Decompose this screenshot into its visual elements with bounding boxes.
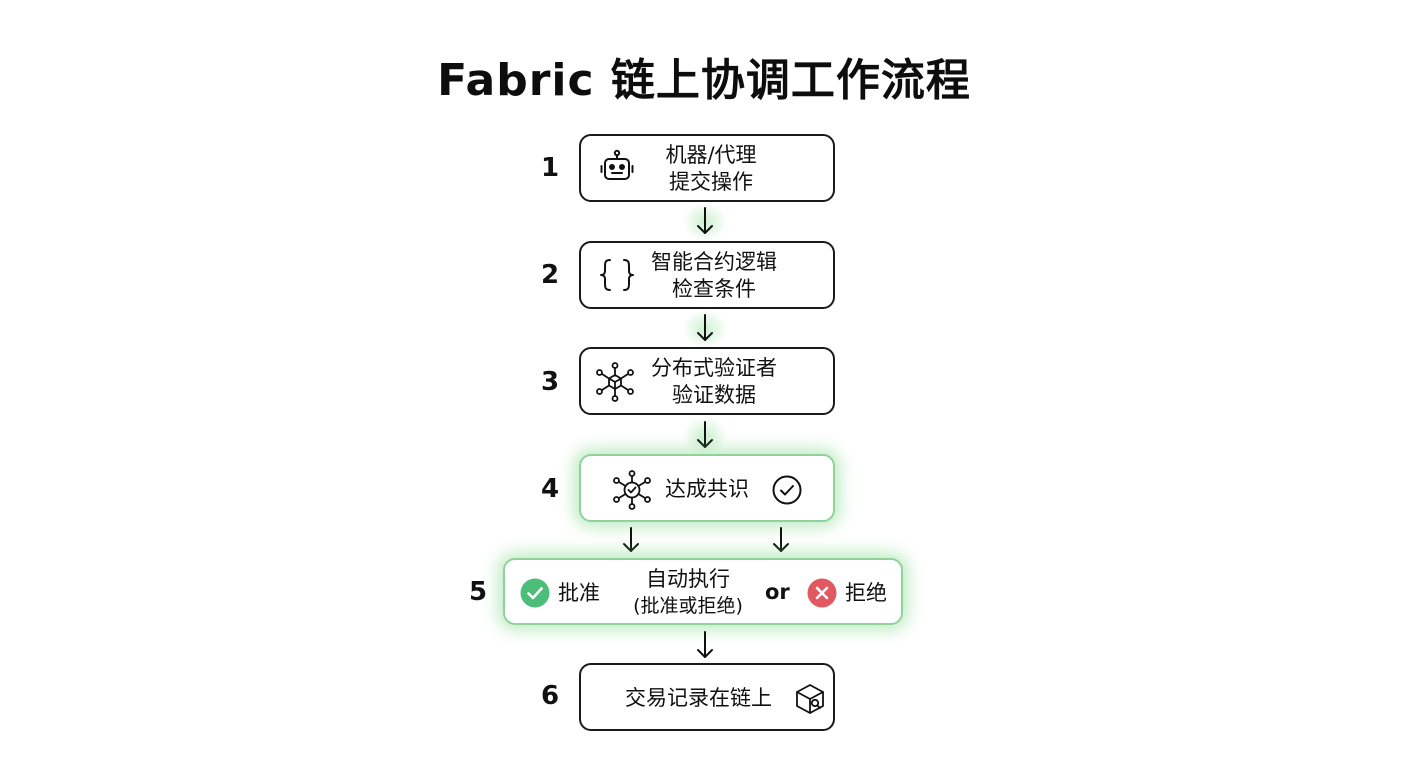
step-5-line1: 自动执行	[646, 567, 730, 591]
step-number-4: 4	[540, 474, 560, 504]
step-number-1: 1	[540, 153, 560, 183]
step-2-text: 智能合约逻辑 检查条件	[641, 249, 787, 303]
arrow-down-icon	[773, 527, 789, 552]
arrow-down-icon	[623, 527, 639, 552]
curly-braces-icon	[600, 259, 634, 291]
step-box-2: 智能合约逻辑 检查条件	[579, 241, 835, 309]
cube-search-icon	[796, 684, 824, 714]
approve-label: 批准	[558, 581, 600, 605]
step-6-text: 交易记录在链上	[625, 686, 772, 710]
step-box-4: 达成共识	[579, 454, 835, 522]
reject-x-icon	[807, 578, 837, 608]
step-5-line2: (批准或拒绝)	[633, 595, 743, 617]
step-1-line2: 提交操作	[669, 170, 753, 194]
step-3-line2: 验证数据	[672, 383, 756, 407]
step-1-line1: 机器/代理	[665, 143, 757, 167]
arrow-down-icon	[697, 314, 713, 341]
arrow-down-icon	[697, 207, 713, 234]
arrow-down-icon	[697, 631, 713, 658]
step-2-line1: 智能合约逻辑	[651, 250, 777, 274]
step-number-3: 3	[540, 367, 560, 397]
step-4-text: 达成共识	[665, 477, 749, 501]
check-circle-icon	[772, 475, 802, 505]
robot-icon	[600, 149, 634, 180]
step-box-5: 批准 自动执行 (批准或拒绝) or 拒绝	[503, 558, 903, 625]
step-3-line1: 分布式验证者	[651, 356, 777, 380]
step-box-1: 机器/代理 提交操作	[579, 134, 835, 202]
step-number-2: 2	[540, 260, 560, 290]
step-1-text: 机器/代理 提交操作	[651, 142, 771, 196]
step-box-6: 交易记录在链上	[579, 663, 835, 731]
step-5-center-text: 自动执行 (批准或拒绝)	[613, 566, 763, 620]
step-number-5: 5	[468, 577, 488, 607]
reject-label: 拒绝	[845, 581, 887, 605]
network-cube-icon	[596, 362, 634, 402]
network-check-icon	[613, 470, 651, 510]
page-title: Fabric 链上协调工作流程	[437, 55, 971, 106]
approve-check-icon	[520, 578, 550, 608]
arrow-down-icon	[697, 421, 713, 448]
or-label: or	[765, 580, 790, 604]
step-box-3: 分布式验证者 验证数据	[579, 347, 835, 415]
step-3-text: 分布式验证者 验证数据	[641, 355, 787, 409]
step-2-line2: 检查条件	[672, 277, 756, 301]
step-number-6: 6	[540, 681, 560, 711]
